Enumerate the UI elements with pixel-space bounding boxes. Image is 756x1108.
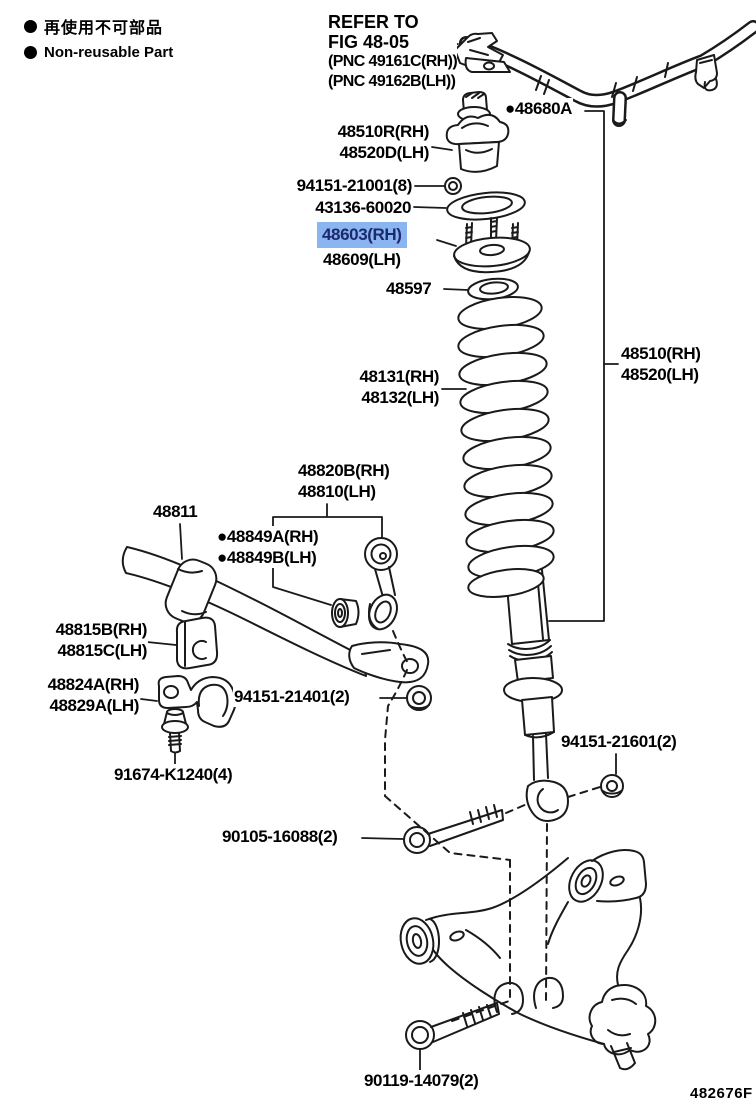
link-nut-drawing [406,685,432,711]
part-label-43136-60020[interactable]: 43136-60020 [314,197,412,218]
assembly-bracket-line [548,110,619,622]
legend-en-text: Non-reusable Part [44,44,174,61]
pnc-rh-line: (PNC 49161C(RH)) [328,53,458,70]
part-label-48811[interactable]: 48811 [152,501,199,522]
part-label-48510-rh[interactable]: 48510(RH) [621,344,701,363]
part-label-48824-rh[interactable]: 48824A(RH) [47,675,140,694]
part-label-48849-rh[interactable]: ●48849A(RH) [217,527,319,546]
part-label-91674-K1240[interactable]: 91674-K1240(4) [113,764,234,785]
coil-spring-drawing [457,296,555,598]
part-label-48603-highlighted[interactable]: 48603(RH) [317,222,407,248]
part-label-48824-lh[interactable]: 48829A(LH) [49,696,139,715]
bracket-bolt-drawing [161,708,189,754]
part-label-48680A[interactable]: ●48680A [504,98,574,119]
stabilizer-bracket-drawing [454,32,511,73]
part-label-48815-lh[interactable]: 48815C(LH) [57,641,147,660]
assembly-dashed-lines [384,630,601,1022]
part-label-48510R-rh[interactable]: 48510R(RH) [337,122,430,141]
part-label-48609[interactable]: 48609(LH) [322,249,402,270]
part-label-48131-rh[interactable]: 48131(RH) [359,367,439,386]
part-label-48820B-rh[interactable]: 48820B(RH) [298,461,390,480]
part-label-94151-21001[interactable]: 94151-21001(8) [295,175,413,196]
part-label-48820B[interactable]: 48820B(RH) 48810(LH) [297,460,391,502]
stabilizer-bar-drawing [121,546,430,684]
refer-to-note: REFER TO FIG 48-05 (PNC 49161C(RH)) (PNC… [328,12,458,92]
part-label-48510-lh[interactable]: 48520(LH) [621,365,699,384]
part-label-48849[interactable]: ●48849A(RH) ●48849B(LH) [216,526,320,568]
shock-nut-drawing [600,774,624,798]
part-label-48815[interactable]: 48815B(RH) 48815C(LH) [54,619,148,661]
part-label-90119-14079[interactable]: 90119-14079(2) [363,1070,480,1091]
pnc-lh-line: (PNC 49162B(LH)) [328,73,456,90]
legend-row-jp: 再使用不可部品 [24,14,173,38]
legend-row-en: Non-reusable Part [24,44,173,61]
part-label-48597[interactable]: 48597 [385,278,433,299]
part-label-94151-21601[interactable]: 94151-21601(2) [560,731,678,752]
small-nut-94151-21001-drawing [444,177,462,195]
part-label-48849-lh[interactable]: ●48849B(LH) [217,548,317,567]
refer-to-line: REFER TO [328,12,419,32]
dust-seal-drawing [446,191,526,221]
suspension-support-drawing [453,217,531,274]
fig-reference[interactable]: FIG 48-05 [328,32,410,52]
part-label-48815-rh[interactable]: 48815B(RH) [55,620,148,639]
arm-front-bolt-drawing [403,804,504,854]
stabilizer-bar-top-drawing [459,20,756,127]
part-label-48824[interactable]: 48824A(RH) 48829A(LH) [46,674,140,716]
stabilizer-link-drawing [364,537,398,631]
legend: 再使用不可部品 Non-reusable Part [24,14,173,67]
part-label-48510R-lh[interactable]: 48520D(LH) [339,143,429,162]
part-label-48131-lh[interactable]: 48132(LH) [361,388,439,407]
part-label-48510R[interactable]: 48510R(RH) 48520D(LH) [336,121,430,163]
part-label-90105-16088[interactable]: 90105-16088(2) [221,826,339,847]
part-label-48510[interactable]: 48510(RH) 48520(LH) [620,343,702,385]
non-reusable-dot-icon [24,46,37,59]
part-label-48131[interactable]: 48131(RH) 48132(LH) [358,366,440,408]
lower-control-arm-drawing [399,849,657,1071]
stabilizer-bushing-drawing [175,616,219,670]
non-reusable-dot-icon [24,19,37,33]
part-label-48820B-lh[interactable]: 48810(LH) [298,482,376,501]
part-label-94151-21401[interactable]: 94151-21401(2) [233,686,351,707]
support-bearing-drawing [445,113,510,173]
diagram-code: 482676F [690,1085,753,1102]
link-cushion-drawing [331,598,360,628]
legend-jp-text: 再使用不可部品 [44,20,164,37]
